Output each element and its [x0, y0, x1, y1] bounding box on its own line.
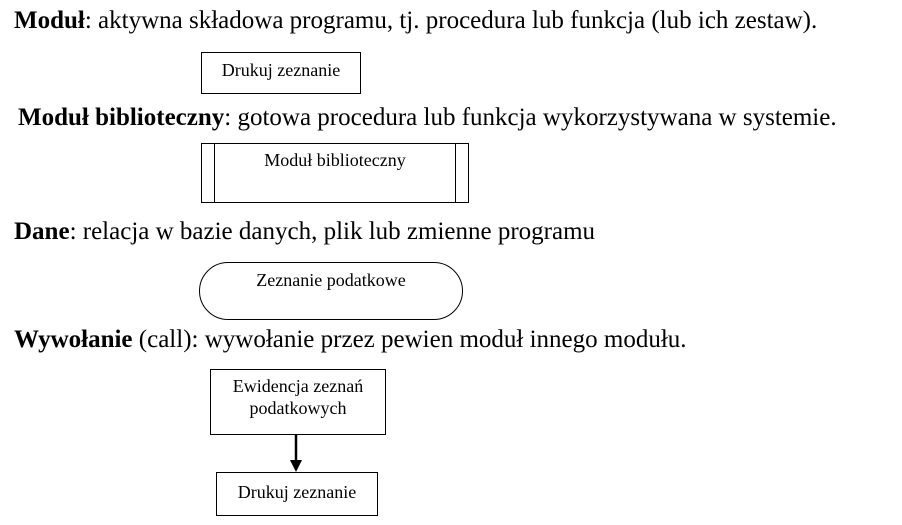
data-shape-label: Zeznanie podatkowe — [256, 270, 406, 290]
library-module-right-bar — [455, 144, 456, 202]
library-module-shape-label: Moduł biblioteczny — [264, 150, 406, 170]
desc-data: : relacja w bazie danych, plik lub zmien… — [69, 218, 596, 245]
desc-call: (call): wywołanie przez pewien moduł inn… — [132, 326, 687, 353]
term-call: Wywołanie — [14, 326, 133, 353]
definition-module: Moduł: aktywna składowa programu, tj. pr… — [14, 6, 817, 36]
caller-module-shape: Ewidencja zeznań podatkowych — [210, 369, 386, 435]
definition-call: Wywołanie (call): wywołanie przez pewien… — [14, 325, 687, 355]
module-shape: Drukuj zeznanie — [201, 52, 361, 94]
term-module: Moduł — [14, 7, 85, 34]
callee-module-shape: Drukuj zeznanie — [216, 472, 378, 516]
desc-library-module: : gotowa procedura lub funkcja wykorzyst… — [224, 104, 837, 131]
caller-label-line2: podatkowych — [249, 398, 347, 418]
desc-module: : aktywna składowa programu, tj. procedu… — [84, 7, 818, 34]
call-arrow-head — [290, 460, 302, 472]
library-module-left-bar — [214, 144, 215, 202]
callee-label: Drukuj zeznanie — [237, 482, 357, 502]
term-library-module: Moduł biblioteczny — [18, 104, 225, 131]
data-shape: Zeznanie podatkowe — [199, 262, 463, 320]
library-module-shape: Moduł biblioteczny — [201, 143, 469, 203]
definition-library-module: Moduł biblioteczny: gotowa procedura lub… — [18, 103, 837, 133]
module-shape-label: Drukuj zeznanie — [221, 60, 341, 80]
caller-label-line1: Ewidencja zeznań — [232, 376, 364, 396]
term-data: Dane — [14, 218, 70, 245]
definition-data: Dane: relacja w bazie danych, plik lub z… — [14, 217, 595, 247]
